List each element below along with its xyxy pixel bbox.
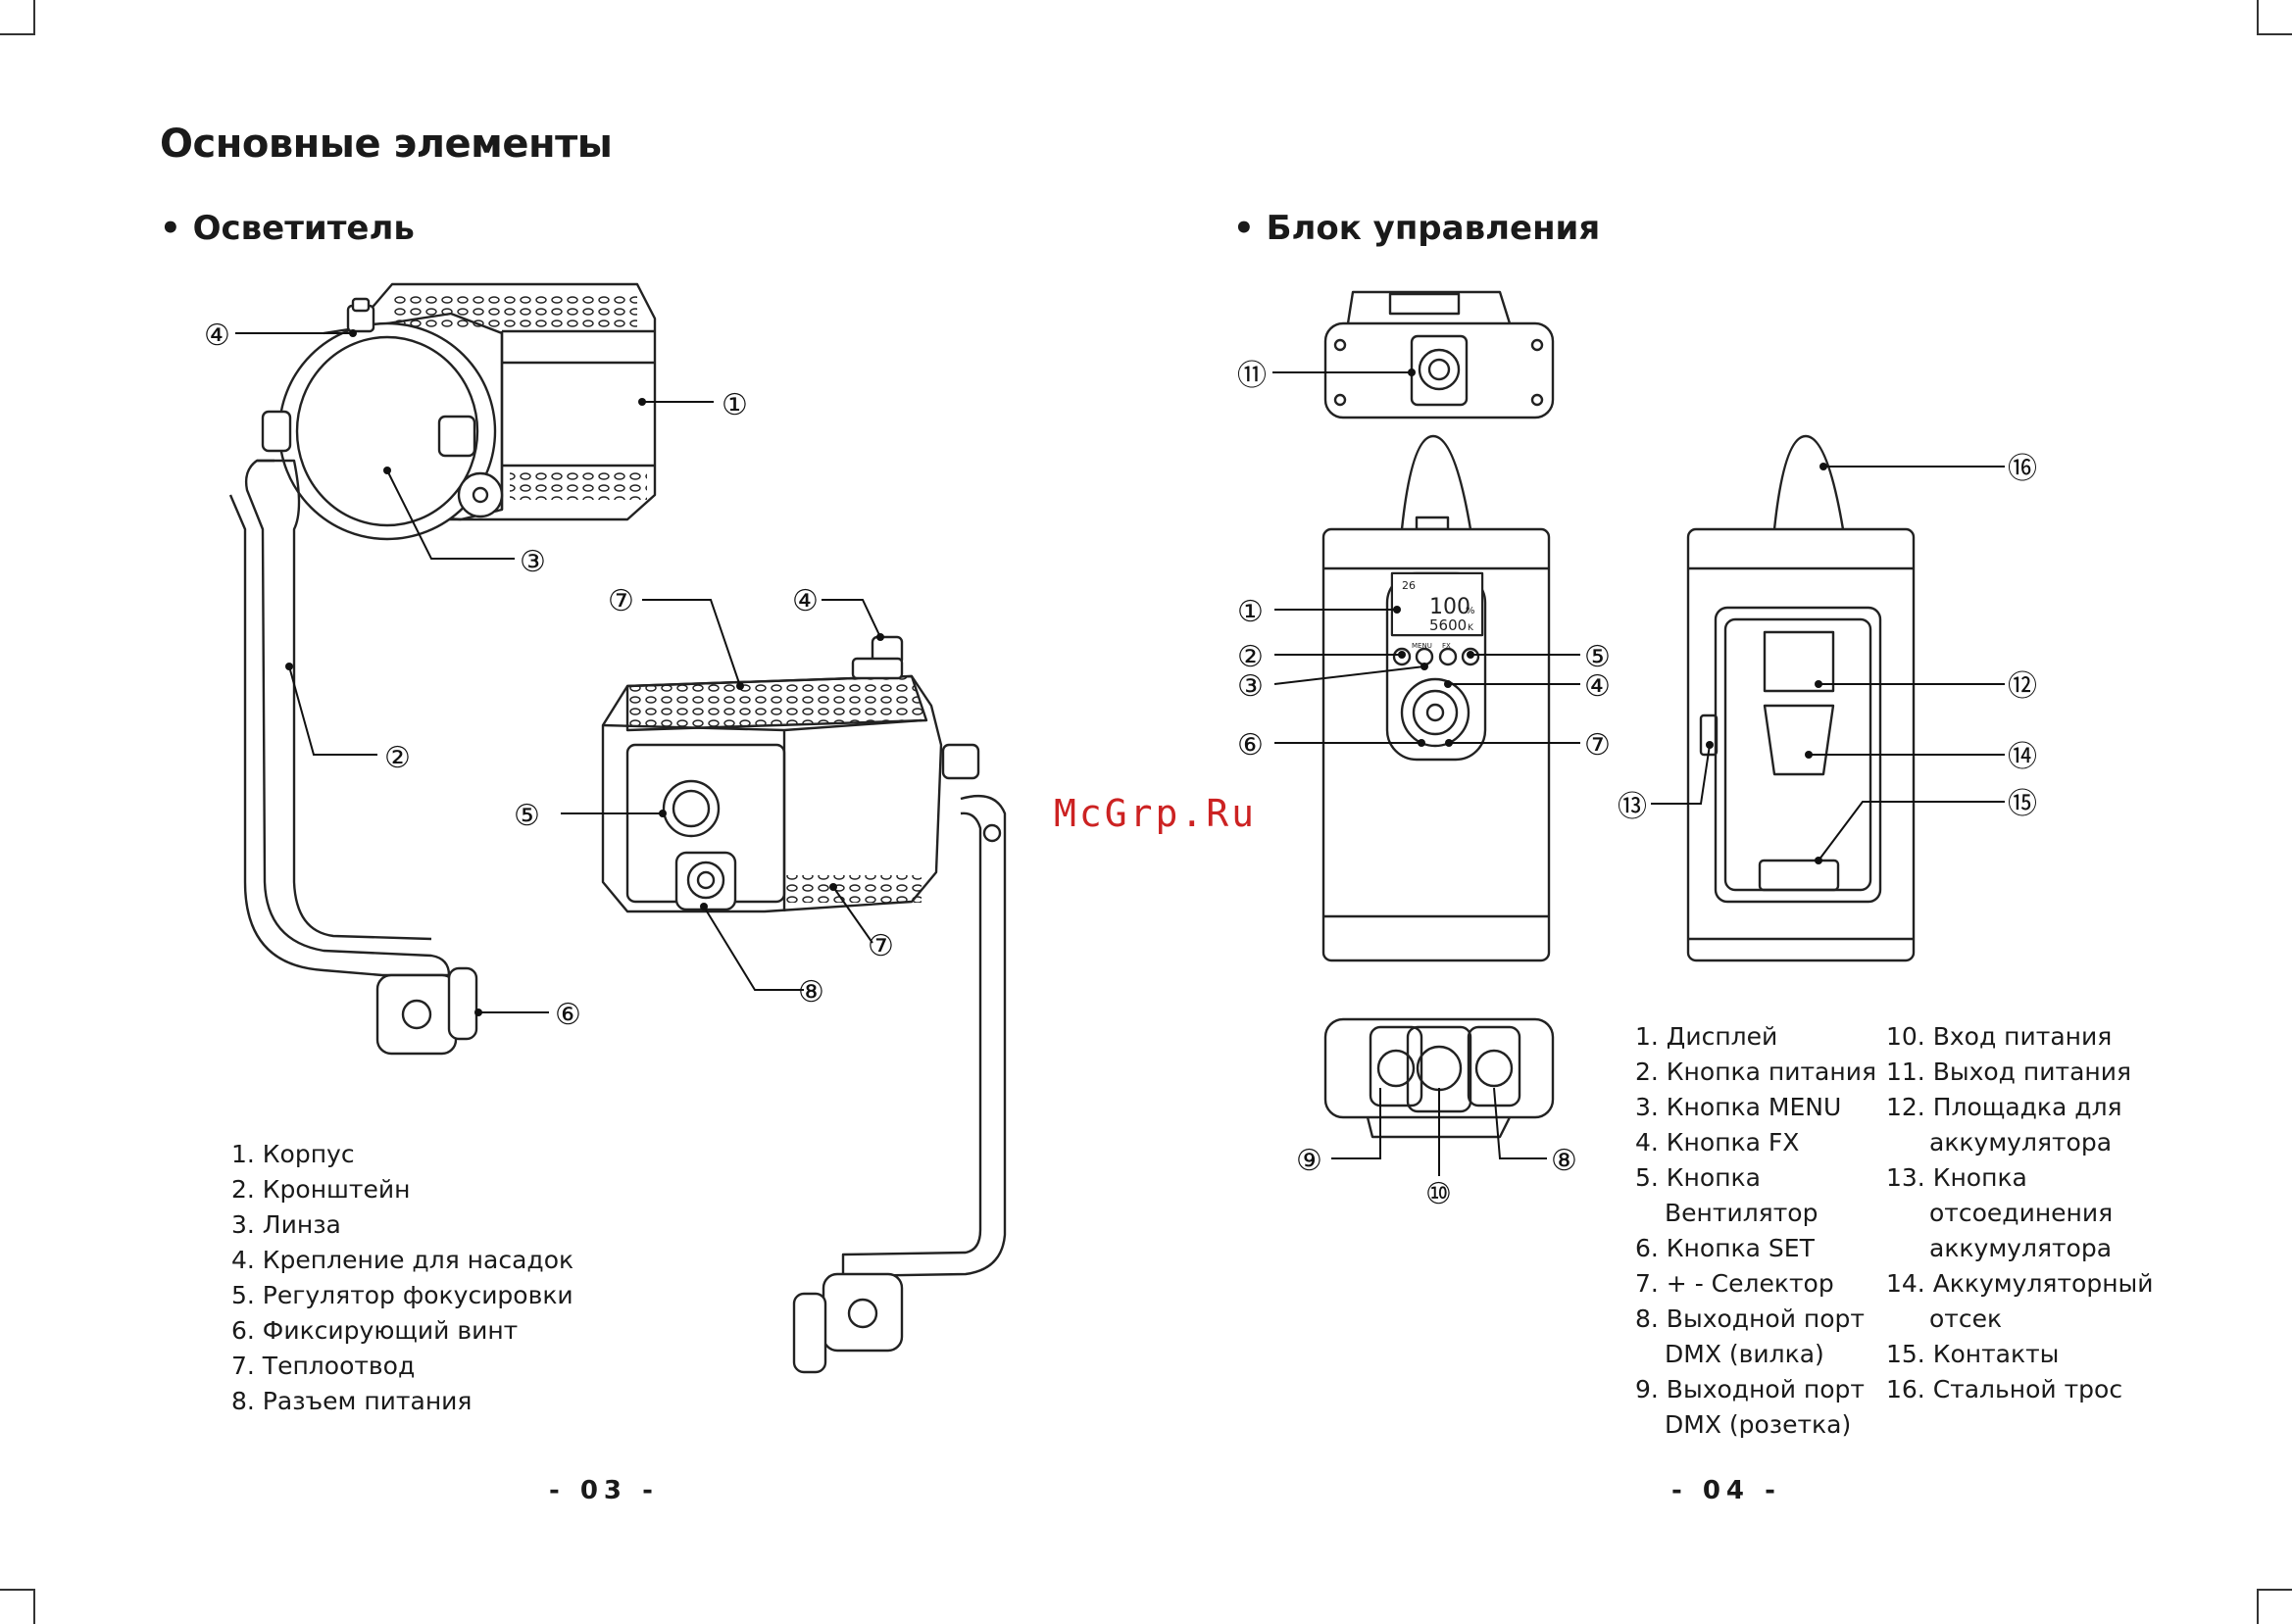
legend-item: 3. Кнопка MENU — [1635, 1093, 1842, 1121]
legend-item: 2. Кронштейн — [231, 1175, 411, 1204]
callout-ctrl-2: ② — [1237, 640, 1264, 674]
callout-light-1: ① — [722, 388, 748, 422]
legend-item: 8. Разъем питания — [231, 1387, 473, 1415]
control-unit-illustration: 26 100 % 5600 K MENU FX ⑪ ① ② ③ ⑥ ⑤ — [1237, 290, 2037, 1211]
watermark: McGrp.Ru — [1054, 792, 1258, 835]
callout-light-3: ③ — [520, 545, 546, 579]
legend-item: 10. Вход питания — [1886, 1022, 2113, 1051]
legend-item: отсоединения — [1929, 1199, 2114, 1227]
legend-item: 14. Аккумуляторный — [1886, 1269, 2154, 1298]
light-legend: 1. Корпус 2. Кронштейн 3. Линза 4. Крепл… — [231, 1137, 573, 1419]
legend-item: 1. Корпус — [231, 1140, 355, 1168]
callout-light-4: ④ — [204, 319, 230, 353]
legend-item: 1. Дисплей — [1635, 1022, 1778, 1051]
menu-label: MENU — [1412, 642, 1432, 650]
callout-ctrl-11: ⑪ — [1237, 359, 1267, 393]
legend-item: 5. Регулятор фокусировки — [231, 1281, 573, 1309]
legend-item: аккумулятора — [1929, 1128, 2113, 1156]
callout-ctrl-8: ⑧ — [1551, 1144, 1577, 1178]
display-top: 26 — [1402, 579, 1416, 592]
callout-light-8: ⑧ — [798, 975, 824, 1009]
legend-item: аккумулятора — [1929, 1234, 2113, 1262]
legend-item: 3. Линза — [231, 1210, 341, 1239]
page-title: Основные элементы — [160, 122, 613, 167]
legend-item: 4. Кнопка FX — [1635, 1128, 1800, 1156]
callout-ctrl-6: ⑥ — [1237, 728, 1264, 763]
callout-light-5: ⑤ — [514, 799, 540, 833]
callout-ctrl-15: ⑮ — [2008, 787, 2037, 821]
callout-ctrl-16: ⑯ — [2008, 452, 2037, 486]
control-legend-col2: 10. Вход питания 11. Выход питания 12. П… — [1886, 1019, 2154, 1407]
callout-light-4b: ④ — [792, 584, 819, 618]
callout-light-2: ② — [384, 741, 411, 775]
legend-item: 7. Теплоотвод — [231, 1352, 416, 1380]
legend-item: Вентилятор — [1665, 1199, 1819, 1227]
display-power-unit: % — [1466, 606, 1475, 616]
callout-ctrl-14: ⑭ — [2008, 740, 2037, 774]
fx-label: FX — [1442, 642, 1451, 650]
legend-item: 11. Выход питания — [1886, 1058, 2132, 1086]
callout-ctrl-10: ⑩ — [1425, 1177, 1452, 1211]
legend-item: 13. Кнопка — [1886, 1163, 2027, 1192]
light-illustration: ④ ① ③ ② ⑦ ④ ⑤ ⑥ ⑦ ⑧ — [204, 282, 1007, 1374]
display-temp: 5600 — [1429, 616, 1467, 634]
control-legend-col1: 1. Дисплей 2. Кнопка питания 3. Кнопка M… — [1635, 1019, 1876, 1443]
legend-item: 12. Площадка для — [1886, 1093, 2122, 1121]
legend-item: 15. Контакты — [1886, 1340, 2060, 1368]
callout-light-6: ⑥ — [555, 998, 581, 1032]
callout-ctrl-12: ⑫ — [2008, 669, 2037, 704]
page-number-left: - 03 - — [549, 1476, 659, 1505]
callout-ctrl-13: ⑬ — [1618, 790, 1647, 824]
legend-item: 5. Кнопка — [1635, 1163, 1761, 1192]
callout-ctrl-1: ① — [1237, 595, 1264, 629]
display-power: 100 — [1429, 595, 1470, 619]
callout-ctrl-9: ⑨ — [1296, 1144, 1322, 1178]
section-control: • Блок управления — [1233, 209, 1601, 248]
section-light: • Осветитель — [160, 209, 415, 248]
page-number-right: - 04 - — [1671, 1476, 1781, 1505]
legend-item: 2. Кнопка питания — [1635, 1058, 1877, 1086]
crop-mark-tr — [2257, 0, 2292, 35]
crop-mark-bl — [0, 1589, 35, 1624]
crop-mark-tl — [0, 0, 35, 35]
legend-item: 16. Стальной трос — [1886, 1375, 2123, 1403]
callout-ctrl-3: ③ — [1237, 669, 1264, 704]
crop-mark-br — [2257, 1589, 2292, 1624]
callout-light-7a: ⑦ — [608, 584, 634, 618]
display-temp-unit: K — [1468, 623, 1474, 633]
legend-item: DMX (розетка) — [1665, 1410, 1852, 1439]
legend-item: 6. Кнопка SET — [1635, 1234, 1815, 1262]
legend-item: 7. + - Селектор — [1635, 1269, 1834, 1298]
legend-item: 9. Выходной порт — [1635, 1375, 1865, 1403]
callout-light-7b: ⑦ — [868, 929, 894, 963]
callout-ctrl-4: ④ — [1584, 669, 1611, 704]
legend-item: 8. Выходной порт — [1635, 1304, 1865, 1333]
callout-ctrl-7: ⑦ — [1584, 728, 1611, 763]
callout-ctrl-5: ⑤ — [1584, 640, 1611, 674]
legend-item: DMX (вилка) — [1665, 1340, 1824, 1368]
legend-item: 4. Крепление для насадок — [231, 1246, 574, 1274]
legend-item: отсек — [1929, 1304, 2003, 1333]
legend-item: 6. Фиксирующий винт — [231, 1316, 519, 1345]
